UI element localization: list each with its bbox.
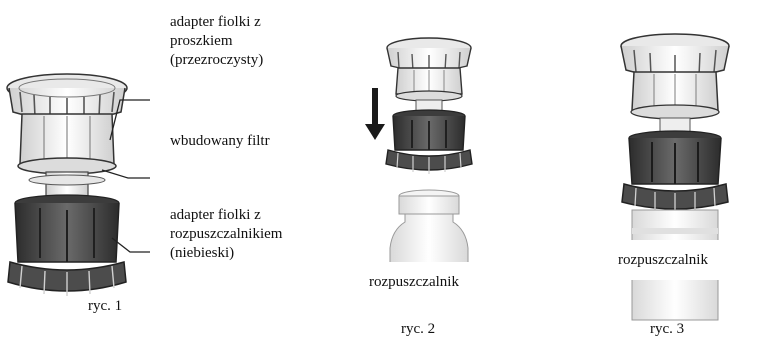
powder-vial-adapter-fig2	[386, 37, 472, 113]
solvent-vial-adapter-fig3	[621, 130, 729, 213]
caption-fig1: ryc. 1	[88, 298, 123, 314]
powder-vial-adapter-fig3	[620, 33, 730, 135]
label-built-in-filter: wbudowany filtr	[170, 133, 270, 149]
down-arrow-icon	[365, 88, 385, 140]
label-solvent-fig2: rozpuszczalnik	[369, 274, 459, 290]
leader-lines	[101, 99, 150, 253]
built-in-filter	[28, 171, 106, 199]
label-solvent-vial-adapter: adapter fiolki z rozpuszczalnikiem (nieb…	[170, 207, 283, 261]
label-powder-vial-adapter: adapter fiolki z proszkiem (przezroczyst…	[170, 14, 264, 68]
solvent-vial-adapter-fig2	[385, 109, 473, 174]
caption-fig2: ryc. 2	[401, 321, 436, 337]
powder-vial-adapter	[6, 73, 128, 175]
caption-fig3: ryc. 3	[650, 321, 685, 337]
fig2-assembly	[350, 37, 500, 302]
fig3-assembly	[612, 33, 738, 321]
label-solvent-fig3: rozpuszczalnik	[618, 252, 708, 268]
fig1-assembly	[6, 73, 150, 296]
solvent-vial-adapter	[7, 194, 127, 296]
